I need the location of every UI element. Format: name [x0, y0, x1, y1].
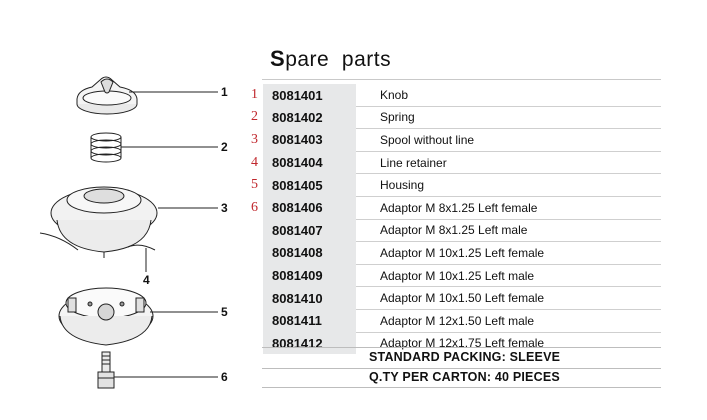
ref-number — [246, 264, 263, 287]
part-description: Adaptor M 12x1.75 Left female — [380, 336, 545, 351]
ref-number: 2 — [251, 109, 258, 125]
spool-part — [39, 186, 158, 258]
part-description: Adaptor M 8x1.25 Left male — [356, 219, 661, 243]
part-code: 8081404 — [263, 151, 356, 174]
callout-4: 4 — [143, 273, 150, 287]
callout-3: 3 — [221, 201, 228, 215]
carton-quantity-text: Q.TY PER CARTON: 40 PIECES — [369, 370, 560, 384]
ref-number — [246, 242, 263, 265]
part-description: Spool without line — [356, 128, 661, 152]
ref-number: 3 — [251, 131, 258, 147]
knob-part — [76, 76, 138, 115]
title-divider — [262, 79, 661, 80]
ref-number: 6 — [251, 199, 258, 215]
part-description: Housing — [356, 173, 661, 197]
part-code: 8081402 — [263, 106, 356, 129]
page-title: Spare parts — [270, 46, 391, 72]
ref-number — [246, 219, 263, 242]
part-code: 8081403 — [263, 128, 356, 152]
adaptor-part — [97, 351, 115, 389]
part-description: Adaptor M 12x1.50 Left male — [356, 309, 661, 333]
callout-1: 1 — [221, 85, 228, 99]
title-rest: pare parts — [285, 48, 392, 71]
spring-part — [90, 132, 122, 163]
part-description: Adaptor M 10x1.25 Left male — [356, 264, 661, 288]
callout-6: 6 — [221, 370, 228, 384]
standard-packing-row: STANDARD PACKING: SLEEVE — [262, 347, 661, 369]
part-description: Adaptor M 8x1.25 Left female — [356, 196, 661, 220]
part-code: 8081401 — [263, 84, 356, 107]
part-code: 8081410 — [263, 286, 356, 310]
ref-number: 4 — [251, 154, 258, 170]
part-description: Adaptor M 10x1.50 Left female — [356, 286, 661, 310]
part-code: 8081405 — [263, 173, 356, 197]
standard-packing-text: STANDARD PACKING: SLEEVE — [369, 350, 561, 364]
part-description: Knob — [356, 84, 661, 107]
ref-number: 1 — [251, 87, 258, 103]
part-code: 8081408 — [263, 241, 356, 265]
part-code: 8081411 — [263, 309, 356, 333]
carton-quantity-row: Q.TY PER CARTON: 40 PIECES — [262, 368, 661, 388]
part-code: 8081406 — [263, 196, 356, 220]
part-description: Line retainer — [356, 151, 661, 175]
part-code: 8081407 — [263, 219, 356, 242]
part-description: Spring — [356, 106, 661, 130]
part-code: 8081412 — [263, 332, 356, 355]
callout-5: 5 — [221, 305, 228, 319]
exploded-drawing — [39, 76, 218, 389]
ref-number — [246, 309, 263, 332]
callout-2: 2 — [221, 140, 228, 154]
ref-number — [246, 332, 263, 354]
part-code: 8081409 — [263, 264, 356, 287]
part-description: Adaptor M 10x1.25 Left female — [356, 241, 661, 265]
ref-number: 5 — [251, 177, 258, 193]
housing-part — [58, 287, 154, 346]
title-first-letter: S — [270, 46, 286, 71]
table-row: 8081412 Adaptor M 12x1.75 Left female — [246, 332, 661, 355]
ref-number — [246, 287, 263, 310]
